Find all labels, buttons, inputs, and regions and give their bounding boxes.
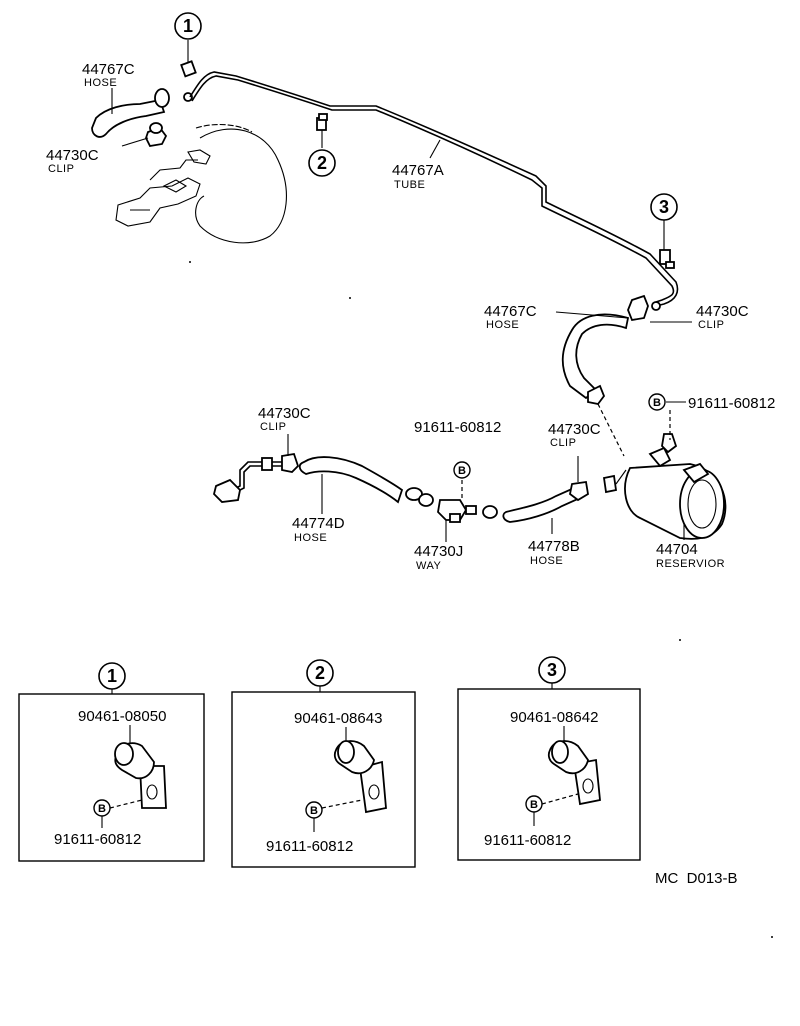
inset-2-bolt-label: 91611-60812 [266, 838, 353, 855]
clamps-near-way [405, 487, 498, 519]
label-44767c-mid: 44767C [484, 303, 537, 320]
label-44730c-center: 44730C [548, 421, 601, 438]
inset-1-clamp-label: 90461-08050 [78, 708, 166, 725]
svg-text:1: 1 [183, 16, 193, 36]
diagram-code: MC D013-B [655, 870, 738, 887]
svg-text:B: B [98, 803, 106, 815]
clip-44730c-left [281, 434, 300, 473]
inset-1: 1 90461-08050 B 91611-60812 [18, 662, 205, 862]
tube-clamp-1 [180, 60, 197, 78]
label-tube: TUBE [394, 179, 425, 191]
svg-text:B: B [310, 805, 318, 817]
hose-44767c-top [91, 88, 193, 138]
callout-1-top: 1 [174, 12, 202, 40]
label-44774d: 44774D [292, 515, 345, 532]
scan-specks [189, 261, 773, 938]
label-clip-center: CLIP [550, 437, 576, 449]
svg-text:3: 3 [547, 660, 557, 680]
hose-44767c-mid [561, 294, 661, 405]
label-hose-top: HOSE [84, 77, 117, 89]
callout-b-way: B [453, 461, 471, 479]
svg-text:1: 1 [107, 666, 117, 686]
label-clip-top: CLIP [48, 163, 74, 175]
svg-text:3: 3 [659, 197, 669, 217]
leaders-reservoir [666, 401, 686, 540]
inset-2-clamp-label: 90461-08643 [294, 710, 382, 727]
label-hose-right: HOSE [530, 555, 563, 567]
label-hose-mid: HOSE [486, 319, 519, 331]
inset-3-bolt-label: 91611-60812 [484, 832, 571, 849]
inset-3-clamp [547, 740, 601, 806]
callout-3-top: 3 [650, 193, 678, 221]
tube-clamp-3 [659, 249, 675, 269]
label-44730j: 44730J [414, 543, 463, 560]
clip-44730c-top [145, 122, 168, 147]
label-91611-60812-reservoir: 91611-60812 [688, 395, 775, 412]
tube-clamp-2 [316, 113, 328, 131]
label-44778b: 44778B [528, 538, 580, 555]
inset-3: 3 90461-08642 B 91611-60812 [457, 656, 641, 861]
leaders-mid [555, 311, 692, 323]
label-44730c-mid-right: 44730C [696, 303, 749, 320]
label-clip-mid-right: CLIP [698, 319, 724, 331]
label-44730c-top: 44730C [46, 147, 99, 164]
brake-tube-44767a [189, 71, 679, 307]
svg-text:B: B [458, 465, 466, 477]
inset-2-clamp [333, 740, 387, 814]
svg-text:2: 2 [317, 153, 327, 173]
left-brake-line [213, 457, 282, 503]
brake-booster-outline [115, 123, 287, 244]
svg-text:2: 2 [315, 663, 325, 683]
inset-2: 2 90461-08643 B 91611-60812 [231, 659, 416, 868]
inset-1-bolt-label: 91611-60812 [54, 831, 141, 848]
inset-1-clamp [114, 742, 167, 809]
label-91611-60812-way: 91611-60812 [414, 419, 501, 436]
label-way: WAY [416, 560, 441, 572]
callout-b-reservoir: B [648, 393, 666, 411]
leaders-top [111, 40, 665, 250]
label-44767a: 44767A [392, 162, 444, 179]
inset-3-clamp-label: 90461-08642 [510, 709, 598, 726]
label-44767c-top: 44767C [82, 61, 135, 78]
hose-44778b [502, 456, 589, 534]
way-44730j [437, 480, 477, 542]
label-clip-left: CLIP [260, 421, 286, 433]
svg-text:B: B [653, 397, 661, 409]
svg-text:B: B [530, 799, 538, 811]
label-44730c-left: 44730C [258, 405, 311, 422]
label-hose-left: HOSE [294, 532, 327, 544]
reservoir-44704 [602, 433, 727, 540]
hose-44774d [298, 456, 404, 514]
callout-2-top: 2 [308, 149, 336, 177]
label-44704: 44704 [656, 541, 698, 558]
label-reservoir: RESERVIOR [656, 558, 725, 570]
